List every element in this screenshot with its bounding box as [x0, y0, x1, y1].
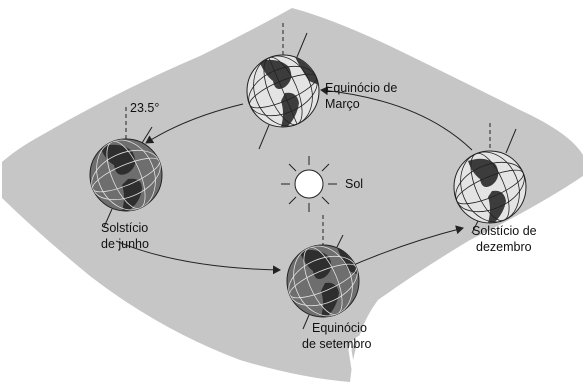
globe-icon — [246, 23, 320, 150]
sun-label: Sol — [345, 177, 363, 191]
orbit-arrow-june-to-september — [115, 240, 281, 275]
orbit-arrow-december-to-march — [320, 86, 473, 151]
solstice-june-label-line2: de junho — [101, 237, 149, 251]
equinox-march-label-line1: Equinócio de — [325, 81, 397, 95]
equinox-march-label-line2: Março — [325, 97, 360, 111]
angle-label: 23.5° — [130, 101, 159, 115]
orbit-arrow-march-to-june — [145, 103, 244, 144]
solstice-december-label-line1: Solstício de — [472, 224, 537, 238]
plane-fold-highlight — [348, 334, 363, 383]
equinox-september-label-line2: de setembro — [302, 337, 372, 351]
globe-icon — [453, 123, 527, 234]
solstice-december-label-line2: dezembro — [476, 240, 532, 254]
orbital-plane — [2, 8, 583, 382]
globe-icon — [89, 107, 163, 228]
equinox-september-label-line1: Equinócio — [312, 321, 367, 335]
sun-icon — [281, 156, 337, 212]
globe-icon — [286, 215, 360, 330]
solstice-june-label-line1: Solstício — [101, 221, 148, 235]
